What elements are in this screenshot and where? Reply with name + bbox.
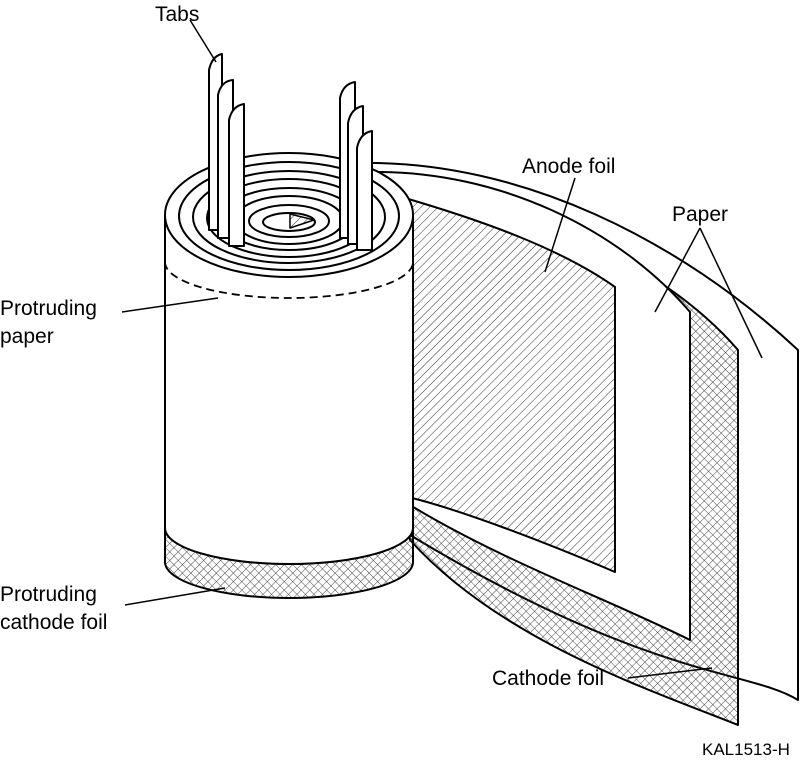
leader-anode bbox=[544, 177, 576, 273]
leader-paper-inner bbox=[654, 227, 701, 313]
leader-cathode-foil bbox=[627, 667, 713, 679]
winding-ring bbox=[192, 170, 386, 264]
leader-tabs bbox=[189, 19, 217, 63]
label-protruding-cathode-line2: cathode foil bbox=[0, 611, 108, 634]
winding-ring bbox=[178, 161, 400, 271]
tab-right-front bbox=[356, 130, 373, 251]
core-hatch bbox=[289, 213, 315, 229]
leader-paper-outer bbox=[699, 227, 763, 359]
label-tabs: Tabs bbox=[155, 3, 200, 26]
protruding-paper-edge bbox=[164, 261, 414, 299]
tab-left-front bbox=[228, 103, 245, 247]
cylinder-body bbox=[164, 215, 414, 565]
figure-reference: KAL1513-H bbox=[702, 740, 790, 759]
label-paper: Paper bbox=[672, 203, 729, 226]
label-anode-foil: Anode foil bbox=[522, 155, 616, 178]
leader-protruding-paper bbox=[121, 297, 219, 313]
leader-protruding-cathode bbox=[124, 587, 226, 606]
winding-ring bbox=[248, 204, 330, 238]
winding-core bbox=[262, 212, 316, 232]
label-protruding-cathode-line1: Protruding bbox=[0, 583, 97, 606]
anode-foil-strip bbox=[404, 197, 616, 573]
label-protruding-paper-line1: Protruding bbox=[0, 297, 97, 320]
label-protruding-paper-line2: paper bbox=[0, 325, 54, 348]
label-cathode-foil: Cathode foil bbox=[492, 667, 605, 690]
